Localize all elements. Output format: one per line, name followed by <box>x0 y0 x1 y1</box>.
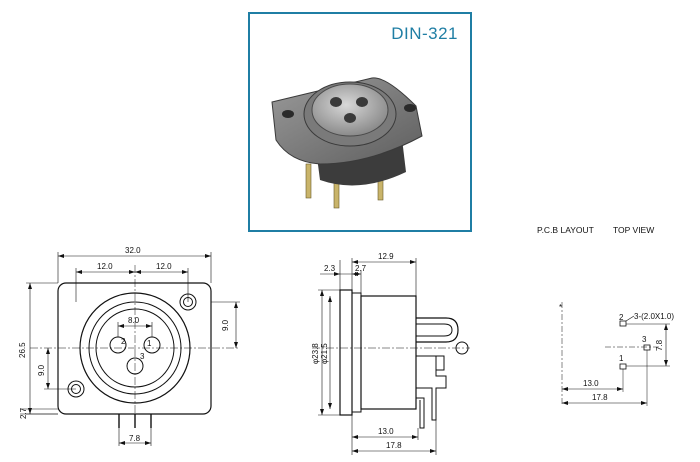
side-dim-labels: 2.3 2.7 12.9 φ23.8 φ21.5 13.0 17.8 <box>311 252 402 450</box>
dim-half-right: 12.0 <box>156 262 172 271</box>
render-face <box>311 83 389 137</box>
front-arrows <box>28 254 238 445</box>
dim-half-left: 12.0 <box>97 262 113 271</box>
pcb-view: * <box>559 302 670 406</box>
side-flange <box>339 289 353 416</box>
dim-left-offset: 9.0 <box>37 364 46 376</box>
pcb-pin-label-1: 1 <box>619 354 624 363</box>
dim-total-width: 32.0 <box>125 246 141 255</box>
dim-depth: 12.9 <box>378 252 394 261</box>
pcb-pad-2 <box>619 320 627 327</box>
side-view <box>312 258 470 455</box>
pcb-arrows <box>562 324 668 405</box>
dim-total-depth: 17.8 <box>386 441 402 450</box>
dim-flange: 2.3 <box>324 264 336 273</box>
pcb-dim-labels: 3-(2.0X1.0) 7.8 13.0 17.8 1 2 3 <box>583 312 674 402</box>
pin-label-3: 3 <box>140 352 145 361</box>
dim-bottom-height: 2.7 <box>19 407 28 419</box>
top-view-label: TOP VIEW <box>613 225 655 235</box>
connector-render <box>271 77 423 209</box>
pin-label-2: 2 <box>121 337 126 346</box>
product-title: DIN-321 <box>391 24 458 43</box>
dim-dia-inner: φ21.5 <box>320 343 329 364</box>
pcb-hole-spec: 3-(2.0X1.0) <box>634 312 674 321</box>
pcb-dim-height: 7.8 <box>655 339 664 351</box>
front-dim-labels: 32.0 12.0 12.0 8.0 26.5 9.0 9.0 2.7 7.8 … <box>18 246 230 443</box>
pcb-pad-1 <box>619 363 627 370</box>
pcb-dim-offset: 13.0 <box>583 379 599 388</box>
dim-height: 26.5 <box>18 342 27 358</box>
dim-dia-outer: φ23.8 <box>311 343 320 364</box>
product-photo-panel: DIN-321 <box>248 12 472 232</box>
pcb-pin-label-2: 2 <box>619 313 624 322</box>
dim-flange2: 2.7 <box>355 264 367 273</box>
side-body <box>360 295 417 410</box>
pcb-dim-total: 17.8 <box>592 393 608 402</box>
dim-pin-offset: 13.0 <box>378 427 394 436</box>
dim-pin-spacing: 8.0 <box>128 316 140 325</box>
pin-label-1: 1 <box>147 339 152 348</box>
pcb-origin-mark: * <box>559 303 562 312</box>
pcb-layout-label: P.C.B LAYOUT <box>537 225 594 235</box>
pcb-pin-label-3: 3 <box>642 335 647 344</box>
dim-pin-pitch: 7.8 <box>129 434 141 443</box>
side-arrows <box>320 260 436 453</box>
front-view <box>20 252 240 446</box>
dim-right-offset: 9.0 <box>221 319 230 331</box>
pcb-pad-3 <box>643 344 651 351</box>
